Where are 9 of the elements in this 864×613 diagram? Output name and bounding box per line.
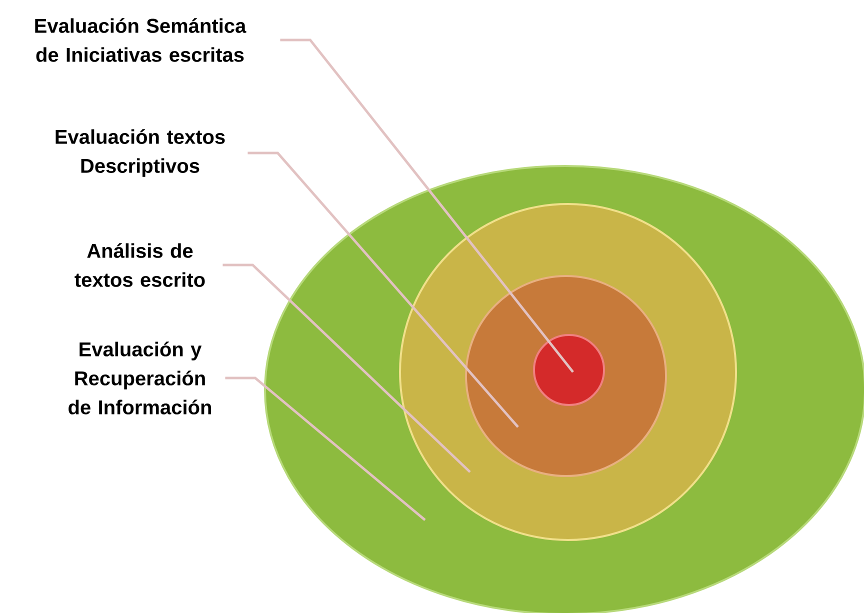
leader-line [280,38,574,373]
label-text: Evaluación y Recuperación de Información [68,342,211,414]
leader-line [225,376,426,521]
circle-shape [533,334,605,406]
leader-line [248,152,519,428]
leader-line [222,264,471,473]
label-text: Evaluación textos Descriptivos [56,129,225,177]
label-text: Evaluación Semántica de Iniciativas escritas [35,18,246,62]
label-text: Análisis de textos escrito [74,243,205,287]
